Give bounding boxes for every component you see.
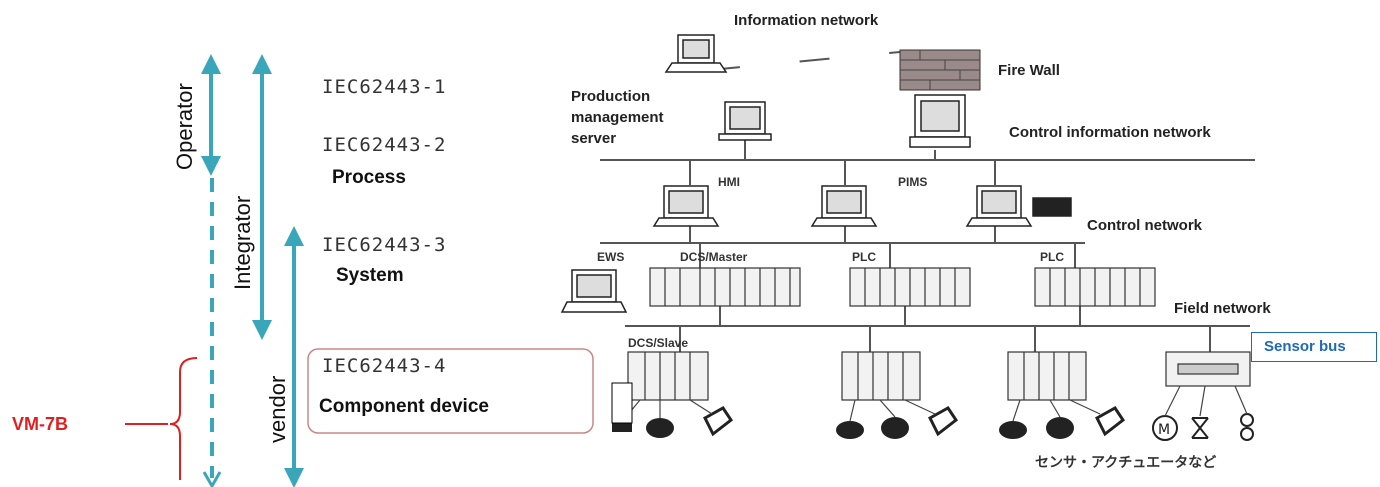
io-rack-3 — [1007, 351, 1087, 401]
plc-label-2: PLC — [1040, 250, 1064, 264]
production-server-line2: management — [571, 109, 664, 126]
sensor-bus-module — [1165, 351, 1251, 387]
laptop-icon — [664, 34, 728, 73]
network-buses — [600, 51, 1255, 352]
production-server-label: Production management server — [571, 86, 664, 149]
standard-part1: IEC62443-1 — [322, 76, 447, 98]
information-network-label: Information network — [734, 12, 879, 29]
vm7b-callout: VM-7B — [12, 414, 69, 434]
ews-label: EWS — [597, 250, 625, 264]
field-devices-group-3: M — [999, 406, 1254, 441]
firewall-label: Fire Wall — [998, 62, 1060, 79]
integrator-label: Integrator — [230, 195, 255, 290]
ews-computer-icon — [560, 269, 628, 313]
pims-label: PIMS — [898, 175, 928, 189]
dcs-master-rack — [649, 267, 801, 307]
pims-computer-icon — [810, 185, 878, 227]
system-level-label: System — [336, 265, 404, 286]
production-server-line1: Production — [571, 88, 651, 105]
plc-label-1: PLC — [852, 250, 876, 264]
field-devices-group-2 — [836, 406, 959, 439]
standard-part3: IEC62443-3 — [322, 234, 447, 256]
standard-part2: IEC62443-2 — [322, 134, 447, 156]
component-level-label: Component device — [319, 396, 489, 417]
production-server-line3: server — [571, 130, 617, 147]
hmi-computer-icon — [652, 185, 720, 227]
dcs-slave-rack — [627, 351, 709, 401]
hmi-label: HMI — [718, 175, 740, 189]
vendor-label: vendor — [265, 375, 290, 443]
sensor-bus-label: Sensor bus — [1251, 332, 1377, 362]
control-network-label: Control network — [1087, 217, 1202, 234]
control-computer-icon — [965, 185, 1072, 227]
control-server-icon — [909, 94, 971, 148]
io-rack-2 — [841, 351, 921, 401]
occluder-patch — [611, 382, 633, 424]
operator-arrow — [201, 54, 222, 487]
svg-text:M: M — [1158, 422, 1170, 438]
plc-rack-2 — [1034, 267, 1156, 307]
firewall-icon — [899, 49, 981, 91]
process-level-label: Process — [332, 167, 406, 188]
production-server-icon — [718, 101, 772, 141]
dcs-master-label: DCS/Master — [680, 250, 748, 264]
plc-rack-1 — [849, 267, 971, 307]
component-highlight-box — [307, 348, 594, 434]
standard-part4: IEC62443-4 — [322, 355, 447, 377]
control-information-network-label: Control information network — [1009, 124, 1211, 141]
field-network-label: Field network — [1174, 300, 1271, 317]
field-devices-label: センサ・アクチュエータなど — [1035, 455, 1217, 471]
dcs-slave-label: DCS/Slave — [628, 336, 689, 350]
operator-label: Operator — [172, 83, 197, 170]
vm7b-bracket — [125, 357, 198, 480]
